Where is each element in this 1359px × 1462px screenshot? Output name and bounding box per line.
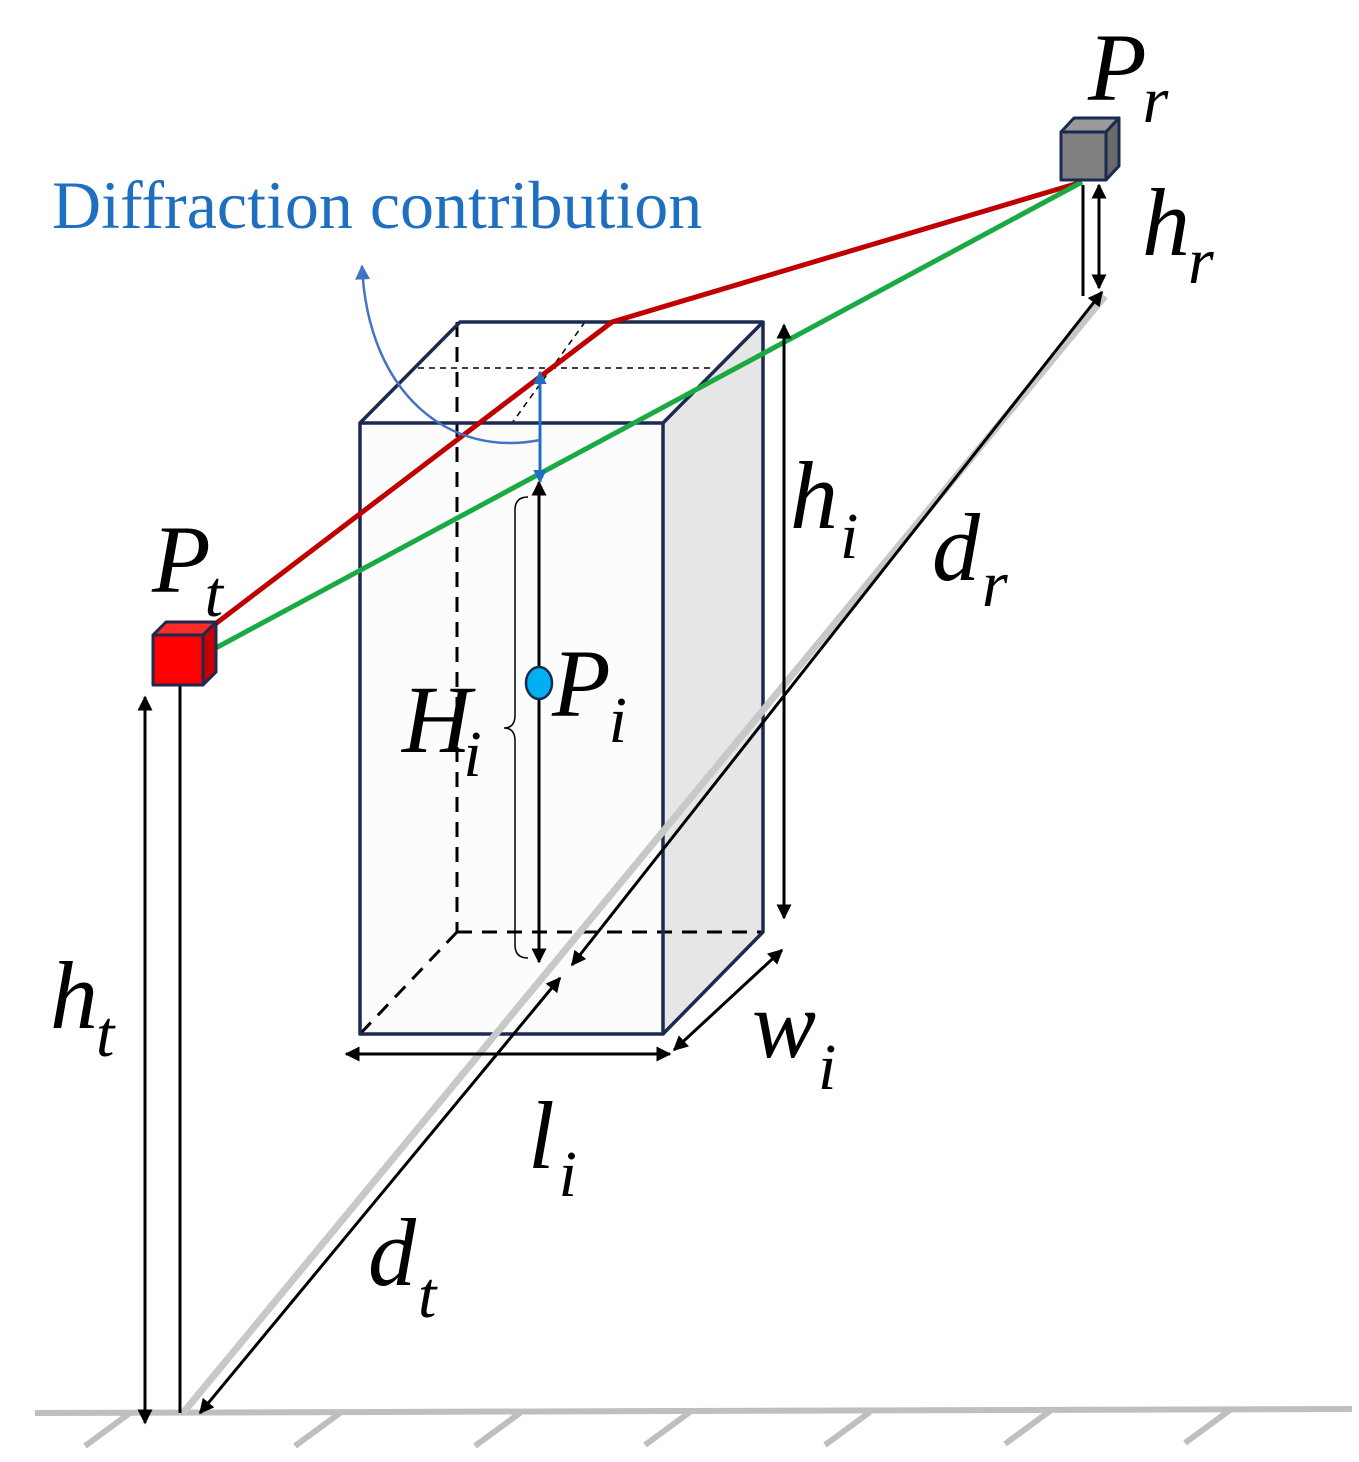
receiver-cube-front (1059, 130, 1108, 182)
label-dt: dt (368, 1199, 438, 1332)
transmitter-cube-front (151, 633, 205, 687)
label-pi-base: P (551, 630, 611, 737)
label-dt-base: d (368, 1199, 417, 1306)
Hi-brace (503, 496, 529, 959)
label-hi-base: h (790, 442, 838, 549)
transmitter-cube-side (201, 620, 218, 687)
building-side-face (663, 322, 763, 1034)
label-hi-sub: i (840, 500, 858, 573)
dt-arrow (198, 976, 562, 1415)
label-li-base: l (528, 1082, 555, 1189)
label-hi: hi (790, 442, 858, 573)
label-dr-sub: r (982, 548, 1008, 621)
label-pt-base: P (151, 506, 211, 613)
label-ht-sub: t (96, 998, 116, 1071)
label-pi: Pi (551, 630, 627, 757)
label-hr-base: h (1142, 169, 1190, 276)
ground-hatching (83, 1407, 1232, 1449)
label-li: li (528, 1082, 577, 1211)
dr-arrow (570, 290, 1104, 967)
label-wi-base: w (752, 971, 816, 1078)
scatter-point-pi (524, 665, 554, 701)
label-wi: wi (752, 971, 836, 1104)
label-Hi-sub: i (463, 718, 481, 791)
label-pr-base: P (1087, 14, 1147, 121)
diffraction-caption: Diffraction contribution (52, 167, 702, 243)
label-pr-sub: r (1143, 64, 1169, 137)
label-pi-sub: i (609, 684, 627, 757)
label-dr: dr (932, 494, 1008, 621)
transmitter-cube (151, 620, 218, 687)
receiver-cube (1059, 116, 1121, 182)
label-ht: ht (50, 942, 116, 1071)
label-pt-sub: t (205, 558, 225, 631)
ground (34, 1406, 1353, 1449)
label-li-sub: i (559, 1138, 577, 1211)
label-hr-sub: r (1188, 225, 1214, 298)
label-wi-sub: i (818, 1031, 836, 1104)
label-hr: hr (1142, 169, 1214, 298)
label-ht-base: h (50, 942, 98, 1049)
label-pt: Pt (151, 506, 225, 631)
ground-line (34, 1406, 1353, 1416)
diffraction-curved-arrow (355, 264, 541, 445)
receiver-cube-side (1104, 116, 1121, 182)
label-dr-base: d (932, 494, 981, 601)
label-Hi-base: H (400, 666, 476, 773)
wi-arrow (672, 948, 784, 1052)
label-pr: Pr (1087, 14, 1169, 137)
label-dt-sub: t (418, 1259, 438, 1332)
label-Hi: Hi (400, 666, 482, 791)
